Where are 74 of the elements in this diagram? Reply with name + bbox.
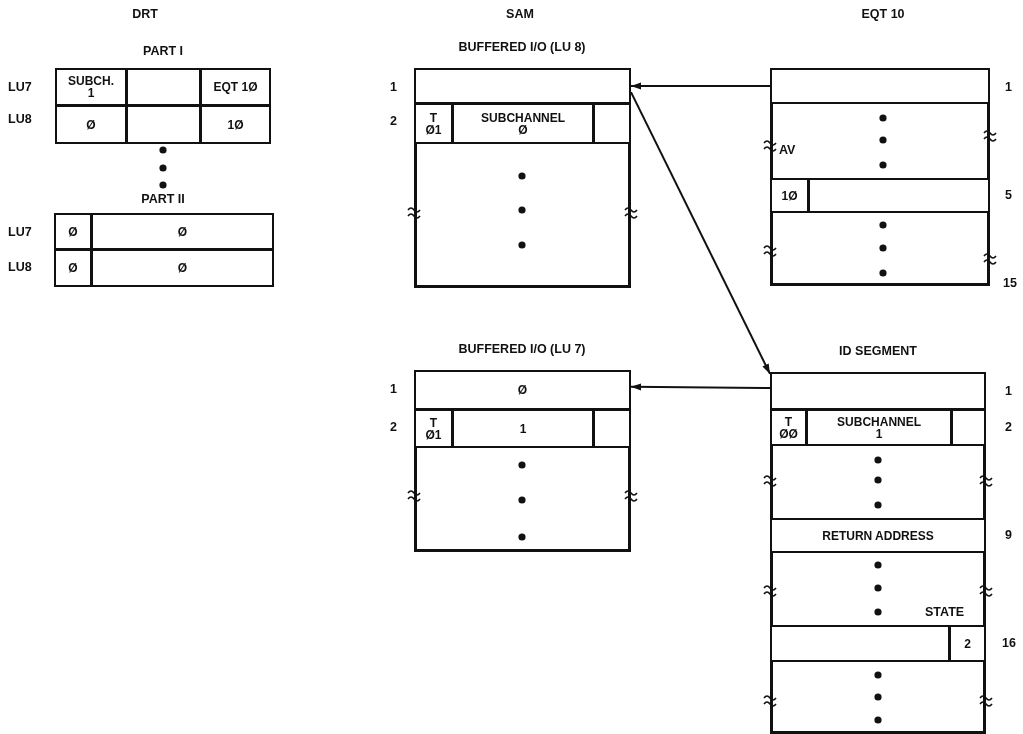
arrow: [630, 82, 771, 90]
table-cell: [200, 105, 271, 144]
cell-value: RETURN ADDRESS: [822, 529, 934, 542]
table-cell: [414, 409, 453, 448]
field-label: STATE: [925, 605, 965, 619]
cell-value: SUBCH. 1: [68, 75, 114, 99]
row-number: 16: [1002, 636, 1016, 650]
cell-value: Ø: [68, 262, 78, 274]
table-cell: [951, 409, 986, 446]
row-number: 1: [1005, 384, 1012, 398]
table-cell: [91, 249, 274, 287]
cell-value: 1Ø: [781, 189, 798, 202]
table-cell: [593, 409, 631, 448]
cell-value: 1Ø: [227, 118, 244, 131]
arrow: [630, 91, 771, 375]
row-label: LU8: [8, 112, 32, 126]
table-cell: [770, 68, 990, 104]
row-number: 1: [1005, 80, 1012, 94]
table-heading: ID SEGMENT: [839, 344, 917, 358]
cell-value: Ø: [68, 225, 78, 238]
table-cell: [770, 518, 986, 553]
table-cell: [808, 178, 990, 213]
cell-value: Ø: [177, 225, 188, 238]
row-label: LU7: [8, 225, 32, 239]
row-number: 2: [390, 420, 397, 434]
table-heading: PART II: [141, 192, 185, 206]
table-heading: EQT 10: [861, 7, 905, 21]
table-cell: [949, 625, 986, 662]
row-number: 15: [1003, 276, 1017, 290]
column-heading: SAM: [506, 7, 534, 21]
column-heading: DRT: [132, 7, 158, 21]
table-cell: [770, 372, 986, 410]
table-heading: BUFFERED I/O (LU 8): [458, 40, 586, 54]
table-cell: [806, 409, 952, 446]
table-cell: [770, 625, 950, 662]
cell-value: Ø: [177, 262, 188, 274]
cell-value: Ø: [517, 384, 528, 396]
cell-value: 1: [519, 422, 527, 435]
arrow: [630, 383, 771, 391]
table-cell: [414, 370, 631, 410]
table-cell: [452, 409, 594, 448]
table-cell: [54, 213, 92, 250]
table-cell: [770, 178, 809, 213]
cell-value: SUBCHANNEL 1: [837, 415, 921, 440]
field-label: AV: [779, 143, 796, 157]
row-number: 2: [390, 114, 397, 128]
table-cell: [91, 213, 274, 250]
table-cell: [414, 68, 631, 104]
row-number: 1: [390, 80, 397, 94]
row-label: LU7: [8, 80, 32, 94]
table-heading: BUFFERED I/O (LU 7): [458, 342, 586, 356]
row-number: 1: [390, 382, 397, 396]
cell-value: T Ø1: [425, 416, 442, 441]
table-cell: [414, 103, 453, 144]
row-number: 5: [1005, 188, 1012, 202]
row-number: 2: [1005, 420, 1012, 434]
cell-value: EQT 1Ø: [213, 81, 258, 93]
cell-value: T ØØ: [779, 415, 798, 440]
table-cell: [452, 103, 594, 144]
cell-value: 2: [964, 637, 971, 650]
table-cell: [54, 249, 92, 287]
table-cell: [770, 409, 807, 446]
table-cell: [126, 105, 201, 144]
cell-value: Ø: [86, 118, 96, 131]
table-cell: [200, 68, 271, 106]
table-heading: PART I: [143, 44, 183, 58]
table-cell: [126, 68, 201, 106]
cell-value: SUBCHANNEL Ø: [481, 111, 565, 136]
table-cell: [55, 105, 127, 144]
table-cell: [55, 68, 127, 106]
cell-value: T Ø1: [425, 111, 442, 136]
row-label: LU8: [8, 260, 32, 274]
row-number: 9: [1005, 528, 1012, 542]
table-cell: [593, 103, 631, 144]
